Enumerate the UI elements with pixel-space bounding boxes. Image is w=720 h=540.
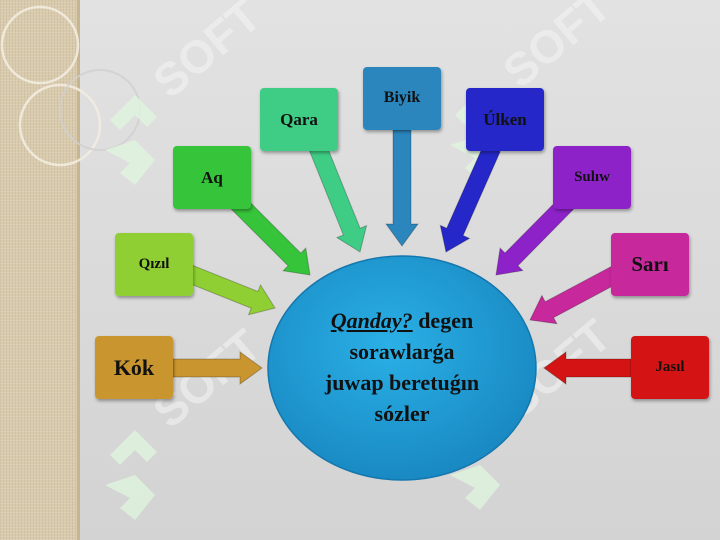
word-box-biyik: Biyik [363, 67, 441, 130]
word-box-kok: Kók [95, 336, 173, 399]
arrow-4 [385, 129, 419, 247]
word-label: Qızıl [138, 256, 170, 272]
arrow-1 [181, 262, 276, 316]
center-caption: Qanday? degen sorawlarǵa juwap beretuǵın… [290, 305, 514, 429]
center-line-4: sózler [374, 401, 430, 426]
arrow-3 [309, 143, 368, 253]
arrow-5 [439, 143, 501, 253]
arrow-6 [495, 192, 578, 276]
word-label: Aq [201, 167, 223, 187]
word-box-ulken: Úlken [466, 88, 544, 151]
word-box-sari: Sarı [611, 233, 689, 296]
word-label: Jasıl [655, 359, 685, 375]
word-label: Úlken [483, 109, 527, 129]
word-label: Biyik [383, 89, 421, 106]
word-label: Kók [113, 354, 155, 380]
word-box-qara: Qara [260, 88, 338, 151]
word-box-suliw: Sulıw [553, 146, 631, 209]
center-line-1: degen [412, 308, 474, 333]
word-label: Sulıw [574, 169, 610, 185]
word-label: Qara [280, 109, 318, 129]
word-label: Sarı [631, 252, 669, 276]
arrow-0 [172, 351, 263, 385]
center-line-2: sorawlarǵa [349, 339, 455, 364]
word-box-jasil: Jasıl [631, 336, 709, 399]
center-line-3: juwap beretuǵın [324, 370, 480, 395]
word-box-qizil: Qızıl [115, 233, 193, 296]
arrow-2 [227, 192, 311, 276]
question-word: Qanday? [330, 308, 413, 333]
arrow-8 [543, 351, 632, 385]
word-box-aq: Aq [173, 146, 251, 209]
